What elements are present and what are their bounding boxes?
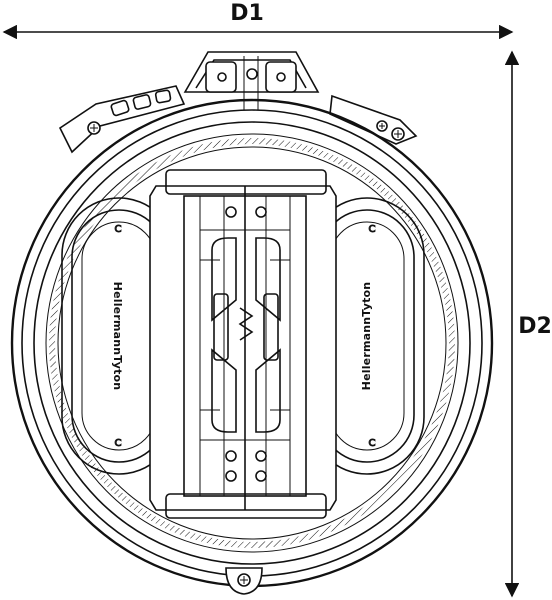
dimension-d1-label: D1 — [230, 1, 264, 26]
central-splice-module — [149, 169, 337, 519]
svg-text:C: C — [115, 224, 122, 235]
svg-text:C: C — [115, 438, 122, 449]
left-clamp-tab — [58, 85, 186, 154]
svg-text:C: C — [369, 438, 376, 449]
dimension-d2: D2 — [504, 50, 552, 598]
dimension-d2-label: D2 — [518, 314, 552, 339]
left-tray-brand-label: HellermannTyton — [111, 282, 124, 391]
dimension-d1: D1 — [2, 1, 514, 40]
svg-text:C: C — [369, 224, 376, 235]
right-tray-brand-label: HellermannTyton — [360, 282, 373, 391]
right-clamp-tab — [329, 94, 418, 145]
bottom-lug — [225, 567, 263, 595]
top-mounting-bracket — [183, 51, 320, 110]
